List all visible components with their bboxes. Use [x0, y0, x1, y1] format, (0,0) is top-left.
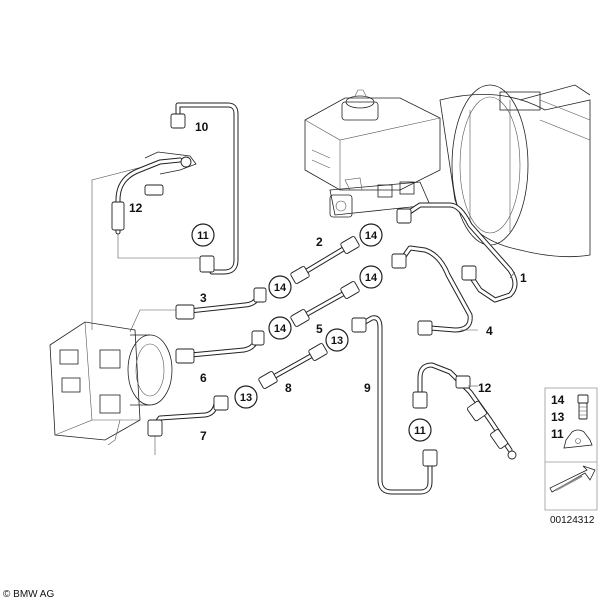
legend-13: 13: [551, 410, 565, 424]
callout-14-c-text: 14: [365, 272, 378, 284]
callout-14-b: 14: [268, 275, 292, 299]
brake-pipe-4: [391, 245, 473, 336]
brake-booster: [439, 84, 591, 258]
pipe-fitting-icon: [577, 394, 589, 420]
callout-11-low-text: 11: [414, 425, 426, 437]
callout-14-a-text: 14: [365, 230, 378, 242]
brake-pipe-2: [290, 236, 360, 284]
label-part-10: 10: [195, 120, 209, 134]
parts-legend: 14 13 11: [544, 387, 598, 511]
brake-pipe-5: [290, 281, 360, 327]
callout-13-b: 13: [234, 385, 258, 409]
label-part-9: 9: [364, 381, 371, 395]
callout-14-a: 14: [359, 223, 383, 247]
label-part-5: 5: [316, 322, 323, 336]
label-part-8: 8: [285, 381, 292, 395]
brake-hose-12-right: [412, 362, 517, 460]
legend-14: 14: [551, 393, 565, 407]
drawing-number: 00124312: [550, 515, 595, 526]
pipe-clip-icon: [563, 429, 593, 449]
label-part-2: 2: [316, 235, 323, 249]
callout-11-top: 11: [191, 223, 215, 247]
callout-11-low: 11: [408, 418, 432, 442]
label-part-1: 1: [520, 271, 527, 285]
label-part-3: 3: [200, 291, 207, 305]
legend-11: 11: [551, 427, 564, 441]
brake-pipe-6: [175, 330, 265, 364]
label-part-6: 6: [200, 371, 207, 385]
label-part-12-left: 12: [129, 201, 143, 215]
brake-pipe-9: [351, 315, 438, 495]
callout-14-d-text: 14: [274, 323, 287, 335]
copyright-text: © BMW AG: [3, 589, 54, 600]
brake-hose-12-left: [111, 151, 197, 235]
brake-pipe-7: [147, 395, 229, 437]
callout-14-c: 14: [359, 265, 383, 289]
brake-fluid-reservoir: [304, 89, 441, 191]
brake-pipe-10: [170, 102, 239, 275]
view-direction-arrow-icon: [549, 465, 596, 493]
callout-14-d: 14: [268, 316, 292, 340]
brake-pipe-3: [175, 287, 267, 320]
brake-pipe-8: [258, 343, 328, 389]
label-part-7: 7: [200, 429, 207, 443]
callout-13-a-text: 13: [331, 335, 343, 347]
callout-11-top-text: 11: [197, 230, 209, 242]
callout-13-a: 13: [325, 328, 349, 352]
label-part-12-right: 12: [478, 381, 492, 395]
brake-pipe-1: [396, 202, 518, 303]
callout-13-b-text: 13: [240, 392, 252, 404]
abs-hydraulic-unit: [49, 321, 173, 446]
callout-14-b-text: 14: [274, 282, 287, 294]
label-part-4: 4: [486, 324, 493, 338]
